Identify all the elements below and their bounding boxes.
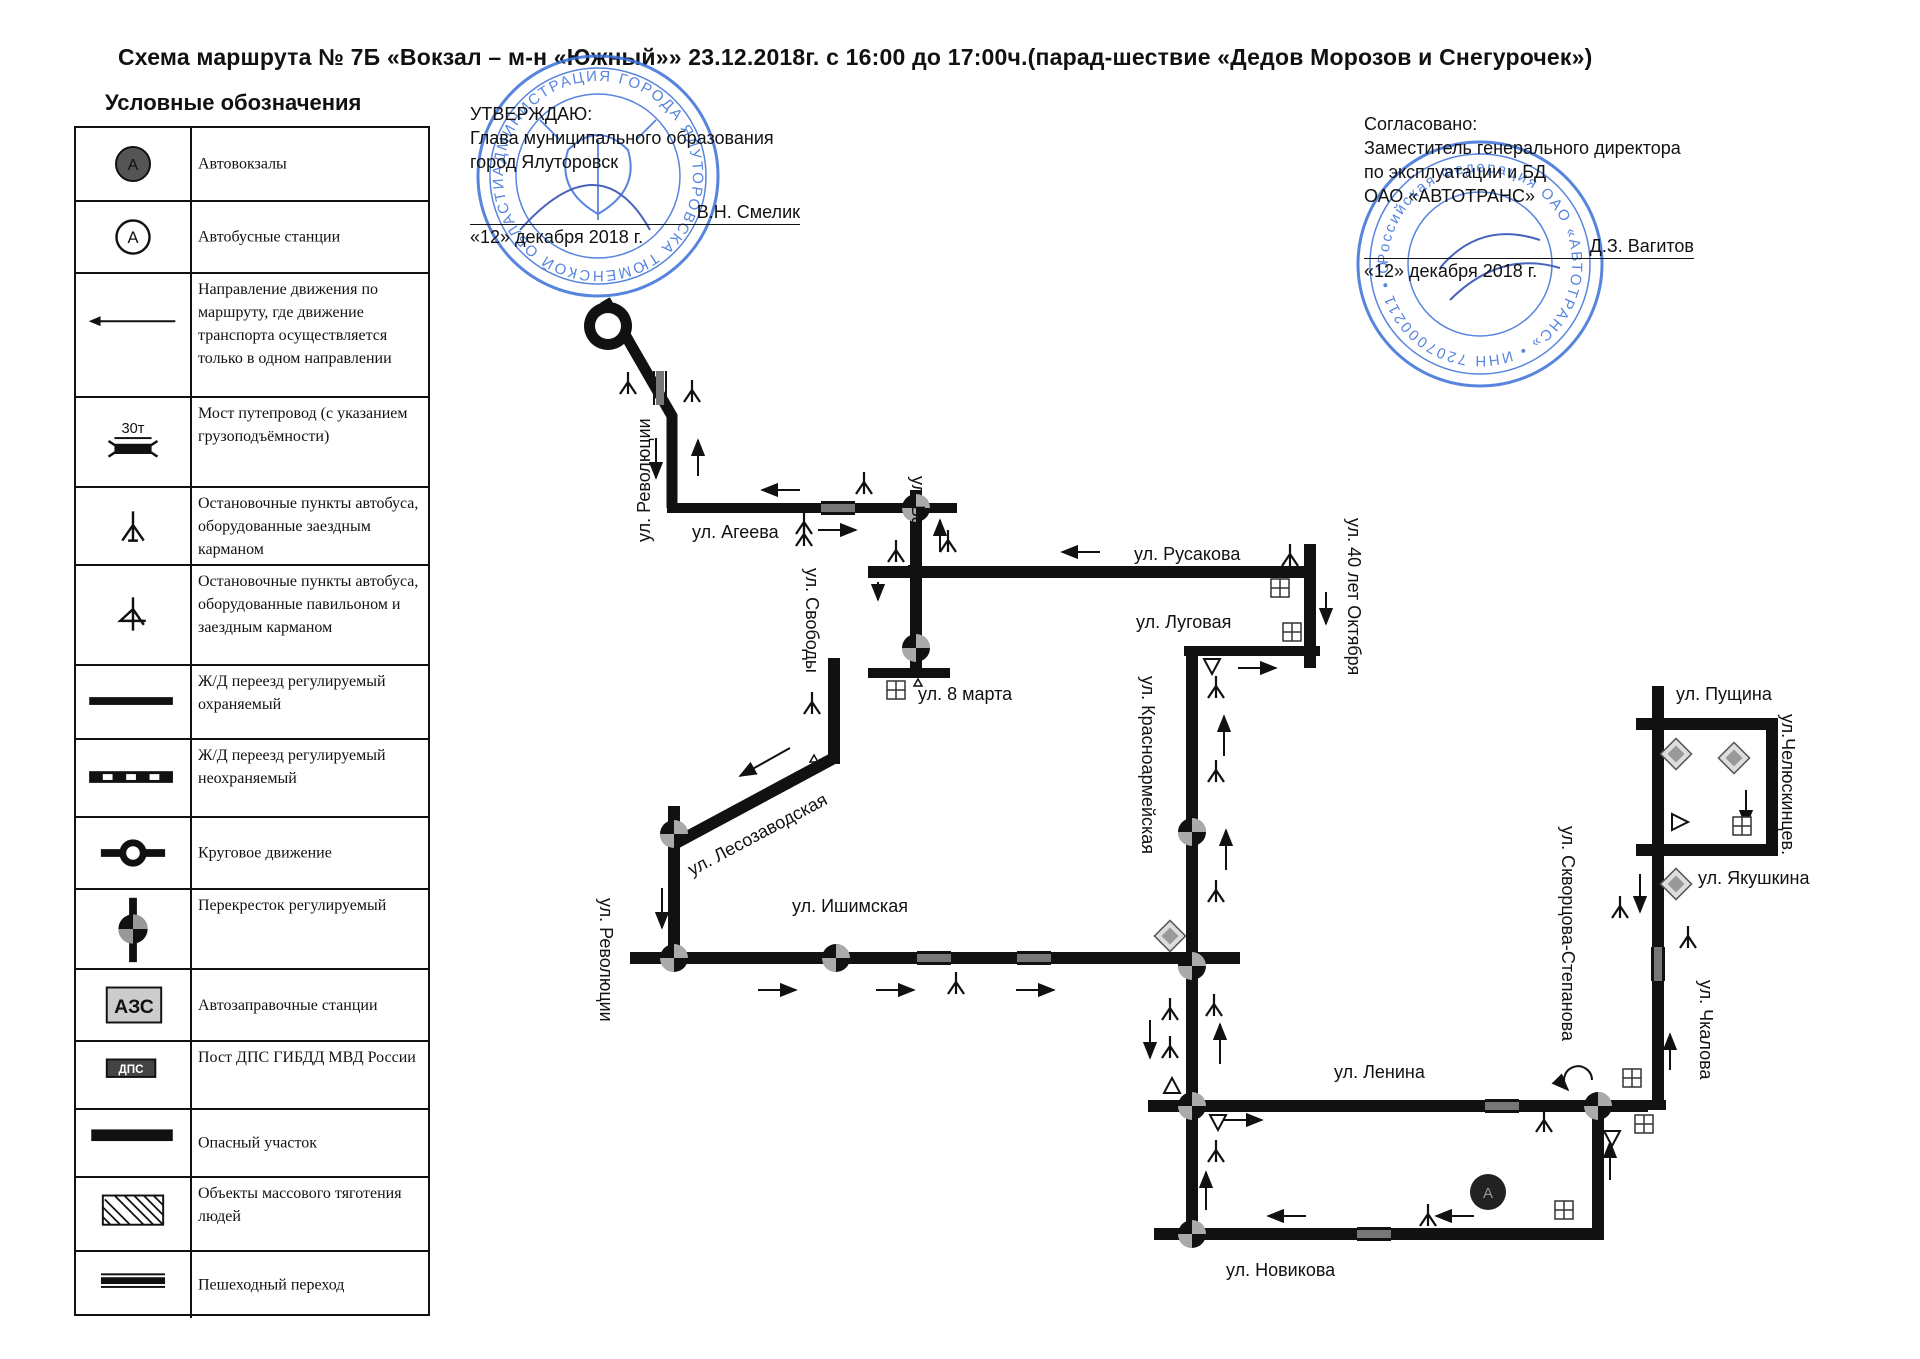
street-label: ул. Чкалова xyxy=(1696,980,1716,1080)
legend-row: Объекты массового тяготения людей xyxy=(76,1176,428,1250)
legend-row: A Автовокзалы xyxy=(76,128,428,200)
mass-gathering-icon xyxy=(886,578,1752,1220)
legend-label: Мост путепровод (с указанием грузоподъём… xyxy=(198,405,408,445)
approval-org: ОАО «АВТОТРАНС» xyxy=(1364,186,1536,206)
legend-label: Пешеходный переход xyxy=(198,1276,345,1294)
svg-text:A: A xyxy=(1483,1185,1493,1202)
street-label: ул. 40 лет Октября xyxy=(1344,518,1364,675)
legend-title: Условные обозначения xyxy=(105,90,362,115)
roundabout-icon xyxy=(584,302,632,350)
svg-text:A: A xyxy=(127,228,138,247)
mass-gathering-icon xyxy=(101,1194,165,1226)
street-label: ул. Скворцова-Степанова xyxy=(1558,826,1578,1042)
approval-heading: УТВЕРЖДАЮ: xyxy=(470,104,593,124)
legend-row: ДПС Пост ДПС ГИБДД МВД России xyxy=(76,1040,428,1108)
approval-date: «12» декабря 2018 г. xyxy=(470,227,644,247)
svg-text:ДПС: ДПС xyxy=(119,1063,145,1076)
seal-right-icon: Российская Федерация ОАО «АВТОТРАНС» • И… xyxy=(0,0,1604,388)
approval-position: Заместитель генерального директора xyxy=(1364,138,1681,158)
street-label: ул. Луговая xyxy=(1136,612,1231,632)
street-label: ул. Ленина xyxy=(1334,1062,1426,1082)
approval-date: «12» декабря 2018 г. xyxy=(1364,261,1538,281)
legend-row: 30т Мост путепровод (с указанием грузопо… xyxy=(76,396,428,486)
one-way-arrow-icon xyxy=(88,316,176,327)
street-label: ул. Революции xyxy=(596,898,616,1022)
approval-left: УТВЕРЖДАЮ: Глава муниципального образова… xyxy=(470,102,800,249)
bus-station-icon: A xyxy=(115,219,151,255)
legend-row: Опасный участок xyxy=(76,1108,428,1176)
street-label: ул.Челюскинцев. xyxy=(1778,714,1798,855)
legend-label: Объекты массового тяготения людей xyxy=(198,1185,402,1225)
legend-label: Остановочные пункты автобуса, оборудован… xyxy=(198,495,419,558)
bus-terminal-icon: A xyxy=(1470,1174,1506,1210)
legend-row: Ж/Д переезд регулируемый неохраняемый xyxy=(76,738,428,816)
page-title: Схема маршрута № 7Б «Вокзал – м-н «Южный… xyxy=(118,44,1593,70)
bus-stop-pocket-icon xyxy=(121,511,145,542)
svg-text:АЗС: АЗС xyxy=(114,996,154,1018)
bus-stop-pavilion-icon xyxy=(117,597,146,631)
street-label: ул. Свободы xyxy=(802,568,822,673)
traffic-sign-icon xyxy=(808,658,1691,1147)
legend-label: Перекресток регулируемый xyxy=(198,897,387,914)
street-label: ул. Бахтиярова xyxy=(908,476,928,604)
approval-position: по эксплуатации и БД xyxy=(1364,162,1547,182)
legend-label: Ж/Д переезд регулируемый охраняемый xyxy=(198,673,386,713)
legend-row: A Автобусные станции xyxy=(76,200,428,272)
street-label: ул. Ишимская xyxy=(792,896,908,916)
legend-label: Направление движения по маршруту, где дв… xyxy=(198,281,392,367)
street-label: ул. 8 марта xyxy=(918,684,1013,704)
legend-label: Автозаправочные станции xyxy=(198,997,378,1014)
street-label: ул. Революции xyxy=(634,418,654,542)
street-label: ул. Русакова xyxy=(1134,544,1241,564)
street-label: ул. Новикова xyxy=(1226,1260,1336,1280)
bridge-icon: 30т xyxy=(107,421,159,458)
legend-label: Автобусные станции xyxy=(198,228,341,246)
street-label: ул. Агеева xyxy=(692,522,780,542)
bus-terminal-icon: A xyxy=(115,146,151,182)
street-label: ул. Якушкина xyxy=(1698,868,1810,888)
street-labels: ул. Революции ул. Бахтиярова ул. Агеева … xyxy=(596,418,1810,1280)
legend-row: Перекресток регулируемый xyxy=(76,888,428,968)
police-post-icon: ДПС xyxy=(105,1058,157,1078)
approval-position: Глава муниципального образования xyxy=(470,128,774,148)
approval-signer: В.Н. Смелик xyxy=(470,200,800,225)
approval-city: город Ялуторовск xyxy=(470,152,619,172)
one-way-arrow-icon xyxy=(648,438,1754,1224)
street-label: ул. Красноармейская xyxy=(1138,676,1158,854)
svg-text:30т: 30т xyxy=(121,421,144,437)
legend-row: Остановочные пункты автобуса, оборудован… xyxy=(76,564,428,664)
legend-label: Круговое движение xyxy=(198,844,332,862)
rail-crossing-unguarded-icon xyxy=(89,771,173,783)
legend-label: Ж/Д переезд регулируемый неохраняемый xyxy=(198,747,386,787)
legend-row: Круговое движение xyxy=(76,816,428,888)
legend-label: Автовокзалы xyxy=(198,155,287,173)
approval-right: Согласовано: Заместитель генерального ди… xyxy=(1364,112,1694,283)
u-turn-icon xyxy=(1551,1065,1593,1092)
legend-label: Остановочные пункты автобуса, оборудован… xyxy=(198,573,419,636)
legend-row: Пешеходный переход xyxy=(76,1250,428,1318)
traffic-light-intersection-icon xyxy=(118,897,148,963)
legend-row: Направление движения по маршруту, где дв… xyxy=(76,272,428,396)
gas-station-icon: АЗС xyxy=(105,986,163,1024)
svg-text:A: A xyxy=(128,157,139,174)
legend-row: Остановочные пункты автобуса, оборудован… xyxy=(76,486,428,564)
rail-crossing-guarded-icon xyxy=(89,697,173,705)
legend-label: Опасный участок xyxy=(198,1134,317,1152)
street-label: ул. Пущина xyxy=(1676,684,1773,704)
roundabout-icon xyxy=(100,839,166,867)
approval-signer: Д.З. Вагитов xyxy=(1364,234,1694,259)
approval-heading: Согласовано: xyxy=(1364,114,1478,134)
legend-row: Ж/Д переезд регулируемый охраняемый xyxy=(76,664,428,738)
pedestrian-crossing-icon xyxy=(100,1273,166,1288)
legend-label: Пост ДПС ГИБДД МВД России xyxy=(198,1049,416,1066)
road-network xyxy=(600,297,1778,1240)
dangerous-section-icon xyxy=(91,1129,173,1142)
legend-row: АЗС Автозаправочные станции xyxy=(76,968,428,1040)
legend-table: A Автовокзалы A Автобусные станции Напра… xyxy=(74,126,430,1318)
